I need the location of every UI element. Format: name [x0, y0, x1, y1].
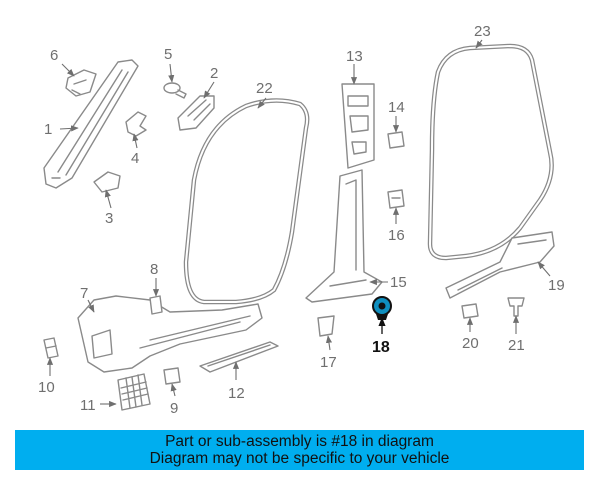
part-11-vent-grille [117, 373, 151, 411]
callout-10: 10 [38, 379, 55, 396]
part-22-front-door-seal [183, 98, 310, 305]
callout-13: 13 [346, 48, 363, 65]
callout-14: 14 [388, 99, 405, 116]
callout-2: 2 [210, 65, 218, 82]
part-21-push-pin [507, 297, 525, 317]
part-20-clip [461, 303, 479, 319]
part-1-a-pillar-trim [43, 59, 139, 189]
banner-line-part-number: Part or sub-assembly is #18 in diagram [165, 433, 434, 450]
leader-lines [46, 39, 551, 408]
part-18-highlighted-clip [372, 296, 392, 320]
info-banner: Part or sub-assembly is #18 in diagram D… [15, 430, 584, 470]
part-16-clip [387, 189, 405, 209]
callout-12: 12 [228, 385, 245, 402]
part-5-bolt [163, 82, 187, 99]
callout-4: 4 [131, 150, 139, 167]
part-23-rear-door-seal [427, 43, 554, 261]
callout-22: 22 [256, 80, 273, 97]
callout-labels: 1 2 3 4 5 6 7 8 9 10 11 12 13 14 15 16 1… [38, 23, 565, 417]
callout-15: 15 [390, 274, 407, 291]
banner-line-disclaimer: Diagram may not be specific to your vehi… [149, 450, 450, 467]
parts-diagram: 1 2 3 4 5 6 7 8 9 10 11 12 13 14 15 16 1… [38, 23, 565, 417]
part-2-bracket [177, 95, 215, 131]
callout-7: 7 [80, 285, 88, 302]
callout-17: 17 [320, 354, 337, 371]
part-14-clip [387, 131, 405, 149]
callout-21: 21 [508, 337, 525, 354]
callout-9: 9 [170, 400, 178, 417]
part-15-b-pillar-lower-trim [305, 169, 383, 303]
part-3-cap [93, 171, 121, 193]
callout-6: 6 [50, 47, 58, 64]
part-6-clip [65, 69, 97, 97]
part-13-b-pillar-upper-trim [341, 83, 375, 169]
callout-19: 19 [548, 277, 565, 294]
callout-8: 8 [150, 261, 158, 278]
part-19-rear-sill-trim [445, 231, 555, 299]
callout-11: 11 [80, 397, 96, 414]
callout-3: 3 [105, 210, 113, 227]
callout-20: 20 [462, 335, 479, 352]
part-12-scuff-plate [199, 341, 279, 373]
part-7-kick-panel [77, 295, 263, 373]
callout-18: 18 [372, 339, 390, 356]
part-8-clip [149, 295, 163, 315]
part-4-clip [125, 111, 147, 137]
callout-23: 23 [474, 23, 491, 40]
callout-16: 16 [388, 227, 405, 244]
part-9-clip [163, 367, 181, 385]
part-10-clip [43, 337, 59, 359]
callout-5: 5 [164, 46, 172, 63]
callout-1: 1 [44, 121, 52, 138]
part-17-clip [317, 315, 335, 337]
